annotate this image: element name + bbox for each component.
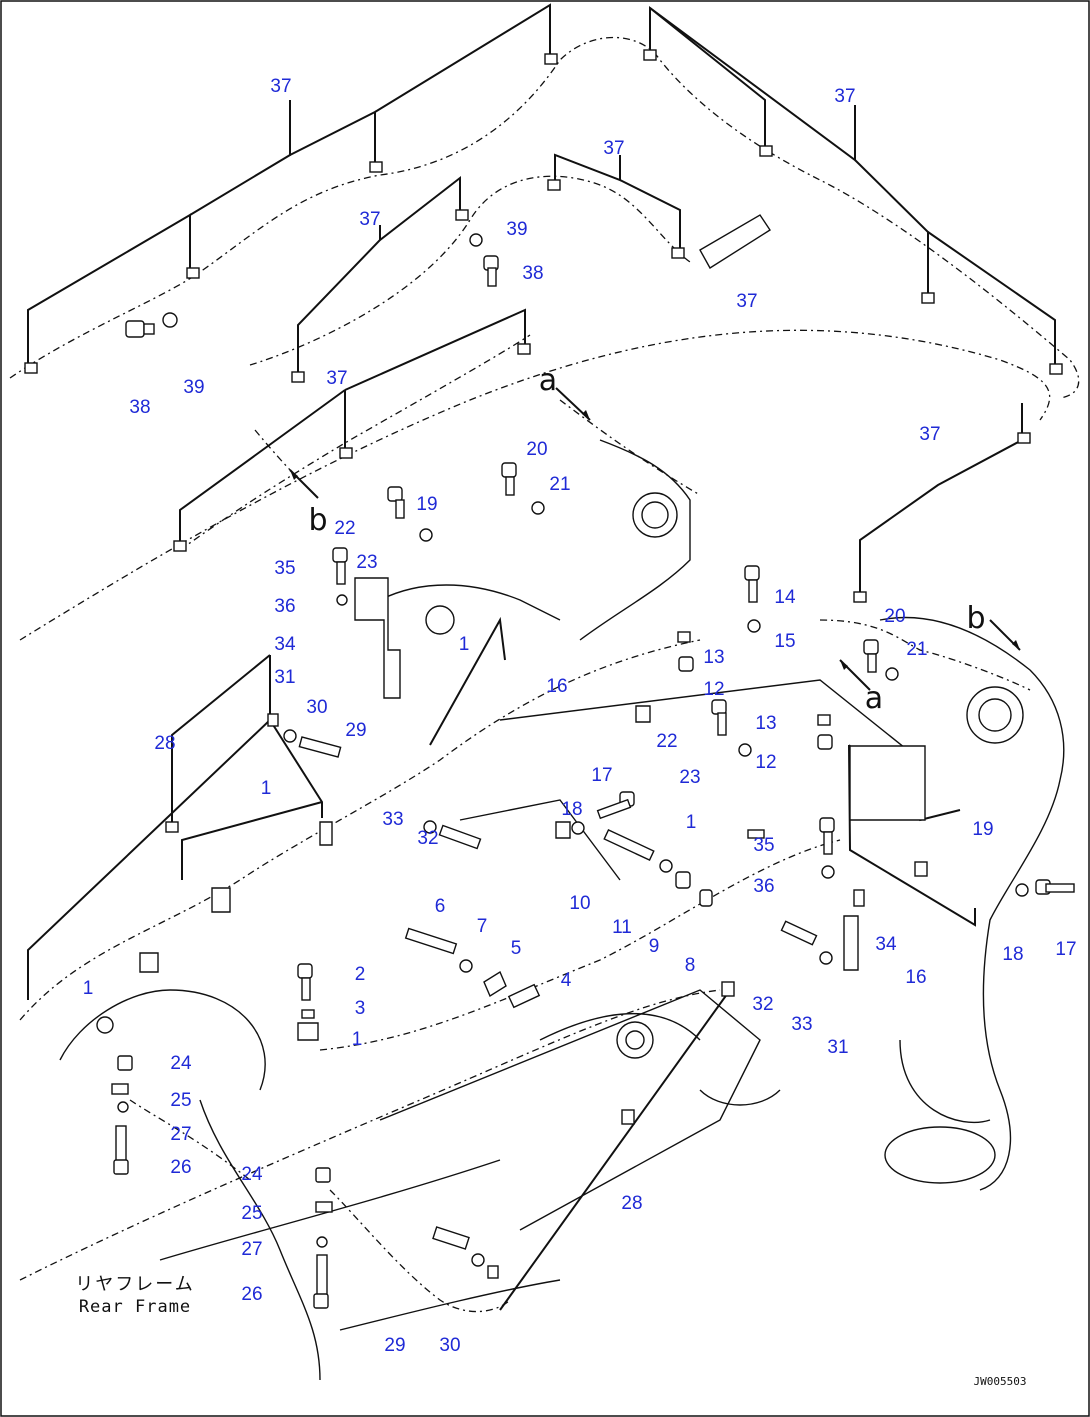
callout-30: 30 bbox=[439, 1335, 460, 1356]
callout-30: 30 bbox=[306, 697, 327, 718]
callout-28: 28 bbox=[621, 1193, 642, 1214]
callout-26: 26 bbox=[170, 1157, 191, 1178]
callout-18: 18 bbox=[1002, 944, 1023, 965]
callout-4: 4 bbox=[561, 970, 572, 991]
callout-39: 39 bbox=[506, 219, 527, 240]
callout-25: 25 bbox=[170, 1090, 191, 1111]
callout-15: 15 bbox=[774, 631, 795, 652]
callout-8: 8 bbox=[685, 955, 696, 976]
callout-35: 35 bbox=[274, 558, 295, 579]
callout-20: 20 bbox=[884, 606, 905, 627]
callout-25: 25 bbox=[241, 1203, 262, 1224]
callout-37: 37 bbox=[270, 76, 291, 97]
callout-1: 1 bbox=[352, 1029, 363, 1050]
callout-23: 23 bbox=[679, 767, 700, 788]
callout-20: 20 bbox=[526, 439, 547, 460]
callout-13: 13 bbox=[755, 713, 776, 734]
callout-37: 37 bbox=[603, 138, 624, 159]
callout-26: 26 bbox=[241, 1284, 262, 1305]
callout-13: 13 bbox=[703, 647, 724, 668]
callout-35: 35 bbox=[753, 835, 774, 856]
callout-32: 32 bbox=[417, 828, 438, 849]
callout-36: 36 bbox=[753, 876, 774, 897]
callout-21: 21 bbox=[906, 639, 927, 660]
frame-label-japanese: リヤフレーム bbox=[75, 1274, 194, 1295]
callout-1: 1 bbox=[83, 978, 94, 999]
frame-label-english: Rear Frame bbox=[79, 1297, 191, 1317]
callout-10: 10 bbox=[569, 893, 590, 914]
leader-lines bbox=[27, 3, 1056, 1311]
callout-34: 34 bbox=[875, 934, 897, 955]
callout-29: 29 bbox=[345, 720, 366, 741]
callout-1: 1 bbox=[261, 778, 272, 799]
callout-27: 27 bbox=[241, 1239, 262, 1260]
callout-14: 14 bbox=[774, 587, 796, 608]
callout-37: 37 bbox=[326, 368, 347, 389]
parts bbox=[24, 49, 1075, 1309]
callout-1: 1 bbox=[459, 634, 470, 655]
callout-37: 37 bbox=[359, 209, 380, 230]
callout-37: 37 bbox=[736, 291, 757, 312]
hose-routing-lines bbox=[9, 36, 1080, 1313]
callout-38: 38 bbox=[129, 397, 150, 418]
callout-18: 18 bbox=[561, 799, 582, 820]
callout-16: 16 bbox=[905, 967, 926, 988]
callout-3: 3 bbox=[355, 998, 366, 1019]
callout-38: 38 bbox=[522, 263, 543, 284]
callout-5: 5 bbox=[511, 938, 522, 959]
callout-1: 1 bbox=[686, 812, 697, 833]
callout-31: 31 bbox=[827, 1037, 848, 1058]
callout-33: 33 bbox=[791, 1014, 812, 1035]
callout-17: 17 bbox=[1055, 939, 1076, 960]
reference-letter-b: b bbox=[966, 601, 985, 636]
reference-letter-a: a bbox=[539, 363, 557, 398]
frame-outlines bbox=[59, 439, 1065, 1381]
callout-2: 2 bbox=[355, 964, 366, 985]
callout-12: 12 bbox=[755, 752, 776, 773]
callout-22: 22 bbox=[656, 731, 677, 752]
callout-31: 31 bbox=[274, 667, 295, 688]
callout-32: 32 bbox=[752, 994, 773, 1015]
callout-7: 7 bbox=[477, 916, 488, 937]
callout-11: 11 bbox=[612, 917, 632, 938]
callout-16: 16 bbox=[546, 676, 567, 697]
callout-39: 39 bbox=[183, 377, 204, 398]
callout-28: 28 bbox=[154, 733, 175, 754]
callout-22: 22 bbox=[334, 518, 355, 539]
reference-letter-b: b bbox=[308, 503, 327, 538]
callout-21: 21 bbox=[549, 474, 570, 495]
callout-37: 37 bbox=[919, 424, 940, 445]
callout-19: 19 bbox=[416, 494, 437, 515]
callout-17: 17 bbox=[591, 765, 612, 786]
reference-letter-a: a bbox=[865, 681, 883, 716]
callout-37: 37 bbox=[834, 86, 855, 107]
callout-33: 33 bbox=[382, 809, 403, 830]
callout-19: 19 bbox=[972, 819, 993, 840]
reference-letters: a b a b bbox=[308, 363, 985, 716]
callout-9: 9 bbox=[649, 936, 660, 957]
callout-24: 24 bbox=[241, 1164, 263, 1185]
reference-arrows bbox=[289, 387, 1021, 691]
drawing-code: JW005503 bbox=[974, 1375, 1027, 1388]
callout-24: 24 bbox=[170, 1053, 192, 1074]
callout-6: 6 bbox=[435, 896, 446, 917]
callout-29: 29 bbox=[384, 1335, 405, 1356]
callout-23: 23 bbox=[356, 552, 377, 573]
callout-36: 36 bbox=[274, 596, 295, 617]
callout-12: 12 bbox=[703, 679, 724, 700]
callout-34: 34 bbox=[274, 634, 296, 655]
callout-27: 27 bbox=[170, 1124, 191, 1145]
